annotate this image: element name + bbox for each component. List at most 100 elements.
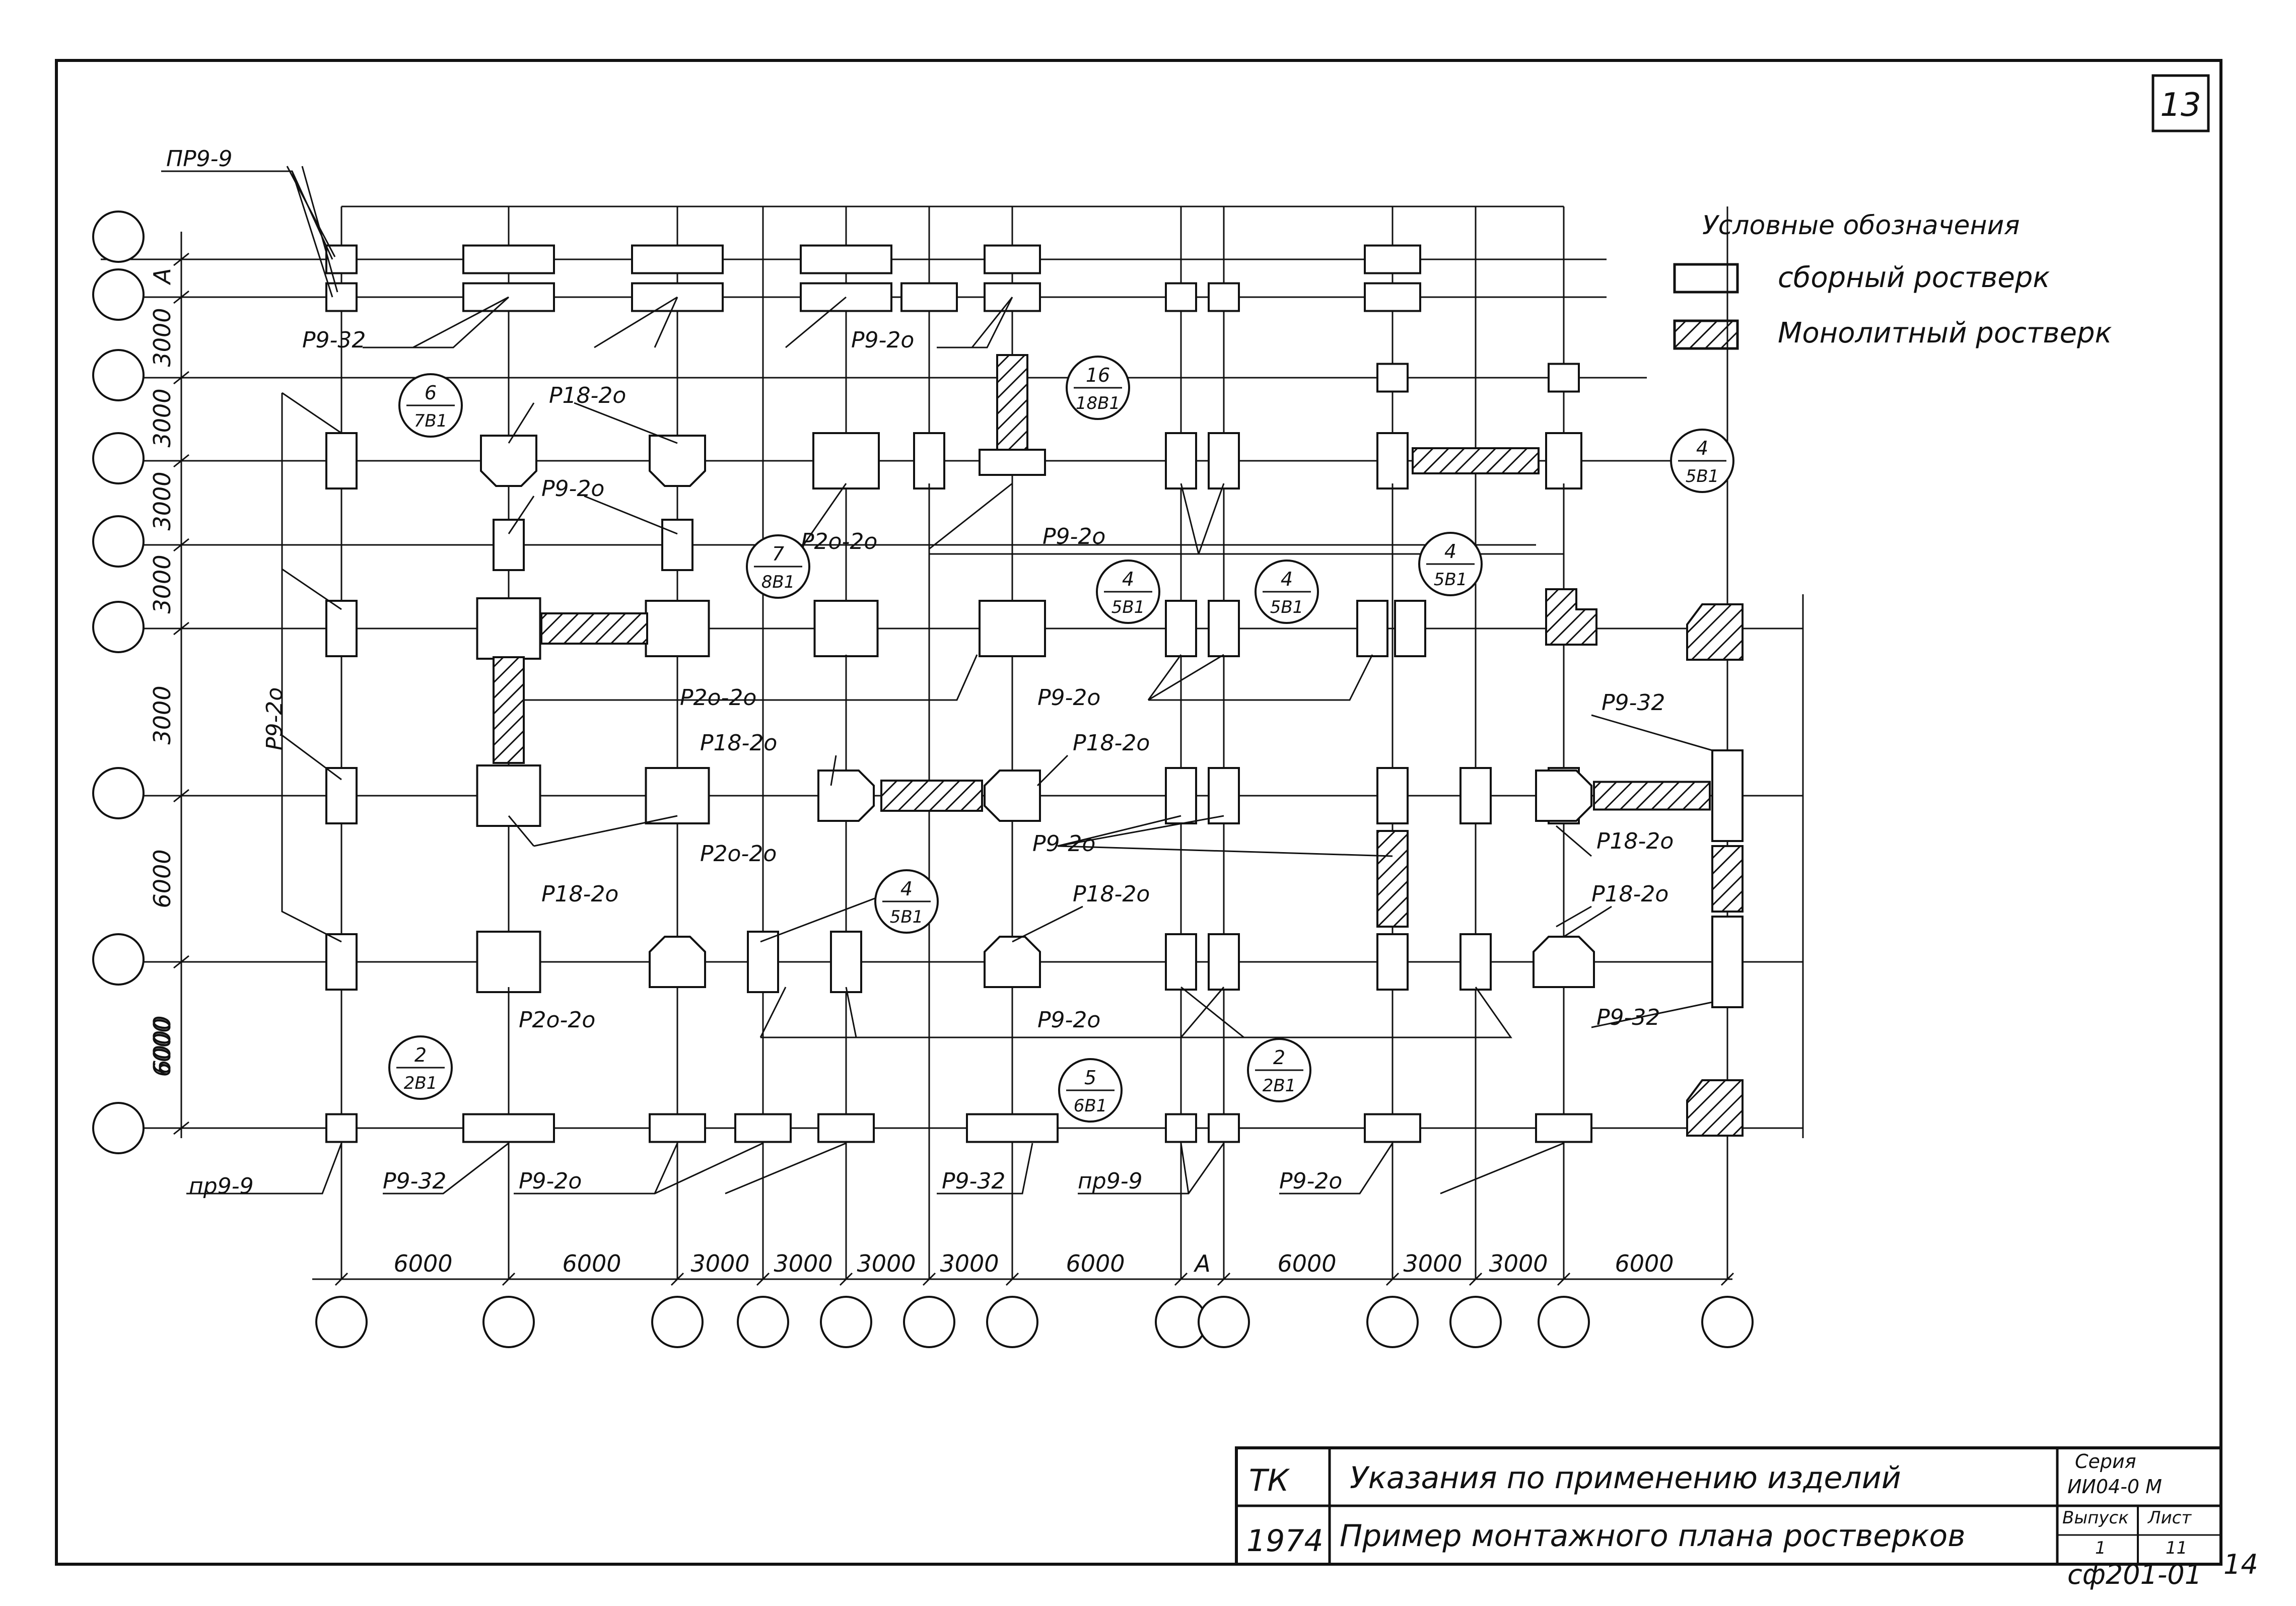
bottom-dimension-label: 3000 xyxy=(1403,1250,1462,1277)
precast-footing xyxy=(1376,363,1409,393)
precast-footing xyxy=(649,1113,706,1143)
leader-line xyxy=(785,296,847,348)
precast-footing xyxy=(1208,600,1240,657)
bottom-dimension-label: 3000 xyxy=(690,1250,749,1277)
callout-reference: 2В1 xyxy=(404,1073,438,1093)
label-p9-20-top: Р9-2о xyxy=(851,327,914,353)
precast-footing xyxy=(493,519,525,571)
monolithic-footing xyxy=(1711,845,1744,913)
axis-bubble-left xyxy=(92,1102,145,1154)
precast-footing xyxy=(966,1113,1059,1143)
leader-line xyxy=(1180,986,1244,1038)
leader-line xyxy=(1036,754,1069,787)
leader-line xyxy=(301,166,338,293)
monolithic-footing xyxy=(1412,447,1540,474)
leader-line xyxy=(654,297,678,348)
bottom-dimension-label: 6000 xyxy=(1277,1250,1336,1277)
callout-number: 4 xyxy=(1444,540,1456,563)
label-p18-20-f: Р18-2о xyxy=(1073,881,1150,907)
precast-footing xyxy=(1545,432,1582,490)
tb-issue: 1 xyxy=(2095,1538,2106,1558)
precast-footing xyxy=(1376,933,1409,991)
callout-reference: 5В1 xyxy=(890,907,924,927)
precast-footing xyxy=(476,931,541,993)
precast-footing xyxy=(1376,767,1409,824)
bottom-dimension-label: 6000 xyxy=(393,1250,452,1277)
callout-number: 6 xyxy=(425,382,437,404)
axis-bubble-bottom xyxy=(820,1296,872,1348)
tb-issue-label: Выпуск xyxy=(2062,1508,2129,1528)
callout-number: 5 xyxy=(1084,1067,1096,1089)
monolithic-footing xyxy=(1686,1079,1744,1137)
leader-line xyxy=(1591,1001,1713,1028)
axis-bubble-bottom xyxy=(651,1296,704,1348)
axis-bubble-bottom xyxy=(1198,1296,1250,1348)
left-dimension-label: А xyxy=(149,268,176,285)
bottom-dimension-label: 3000 xyxy=(940,1250,999,1277)
precast-footing xyxy=(1208,432,1240,490)
legend-precast-label: сборный ростверк xyxy=(1778,261,2050,294)
callout-reference: 8В1 xyxy=(761,572,795,592)
tb-sheet-label: Лист xyxy=(2147,1508,2192,1528)
dimension-tick xyxy=(173,252,189,266)
precast-footing xyxy=(1548,363,1580,393)
tb-year: 1974 xyxy=(1246,1523,1324,1559)
dimension-tick xyxy=(1174,1272,1188,1286)
monolithic-footing xyxy=(540,612,648,645)
dimension-tick xyxy=(173,955,189,969)
left-dimension-label: 6000 xyxy=(149,849,176,908)
axis-bubble-bottom xyxy=(737,1296,789,1348)
precast-footing xyxy=(631,244,724,274)
label-pr9-9-bottom-b: пр9-9 xyxy=(1078,1168,1143,1194)
sheet-number-box xyxy=(2151,74,2210,132)
leader-line xyxy=(286,166,336,257)
tb-series-label: Серия xyxy=(2075,1450,2136,1473)
leader-line xyxy=(929,482,1013,550)
precast-footing xyxy=(747,931,779,993)
footer-num: 14 xyxy=(2223,1549,2258,1580)
leader-line xyxy=(281,393,342,943)
leader-line xyxy=(533,815,678,847)
monolithic-footing xyxy=(996,354,1028,452)
dimension-tick xyxy=(173,538,189,552)
label-p9-20-vertical: Р9-2о xyxy=(262,687,288,750)
callout-reference: 2В1 xyxy=(1263,1076,1296,1096)
precast-footing xyxy=(830,931,862,993)
leader-line xyxy=(524,654,978,701)
sheet-number: 13 xyxy=(2160,87,2201,124)
dimension-tick xyxy=(1005,1272,1019,1286)
precast-footing xyxy=(1356,600,1388,657)
dimension-tick xyxy=(1217,1272,1231,1286)
chamfered-footing xyxy=(1533,936,1595,988)
label-p9-20-d: Р9-2о xyxy=(1037,685,1100,711)
dimension-tick xyxy=(173,789,189,803)
leader-line xyxy=(594,296,678,348)
leader-line xyxy=(830,755,837,786)
leader-line xyxy=(574,402,678,444)
precast-footing xyxy=(1711,916,1744,1008)
leader-line xyxy=(1147,654,1182,701)
leader-line xyxy=(971,297,1013,348)
leader-line xyxy=(1057,815,1224,847)
precast-footing xyxy=(1208,282,1240,312)
chamfered-footing xyxy=(984,936,1041,988)
leader-line xyxy=(584,495,678,535)
leader-line xyxy=(1180,987,1225,1038)
chamfered-footing xyxy=(649,435,706,487)
monolithic-footing xyxy=(880,780,983,812)
precast-footing xyxy=(645,600,710,657)
left-dimension-label: 3000 xyxy=(149,308,176,367)
dimension-tick xyxy=(334,1272,349,1286)
precast-footing xyxy=(1165,432,1197,490)
label-p9-20-e: Р9-2о xyxy=(1032,831,1095,857)
label-pr9-9-top: ПР9-9 xyxy=(166,146,232,172)
axis-bubble-left xyxy=(92,515,145,568)
callout-reference: 18В1 xyxy=(1076,393,1120,413)
monolithic-footing xyxy=(1686,603,1744,661)
